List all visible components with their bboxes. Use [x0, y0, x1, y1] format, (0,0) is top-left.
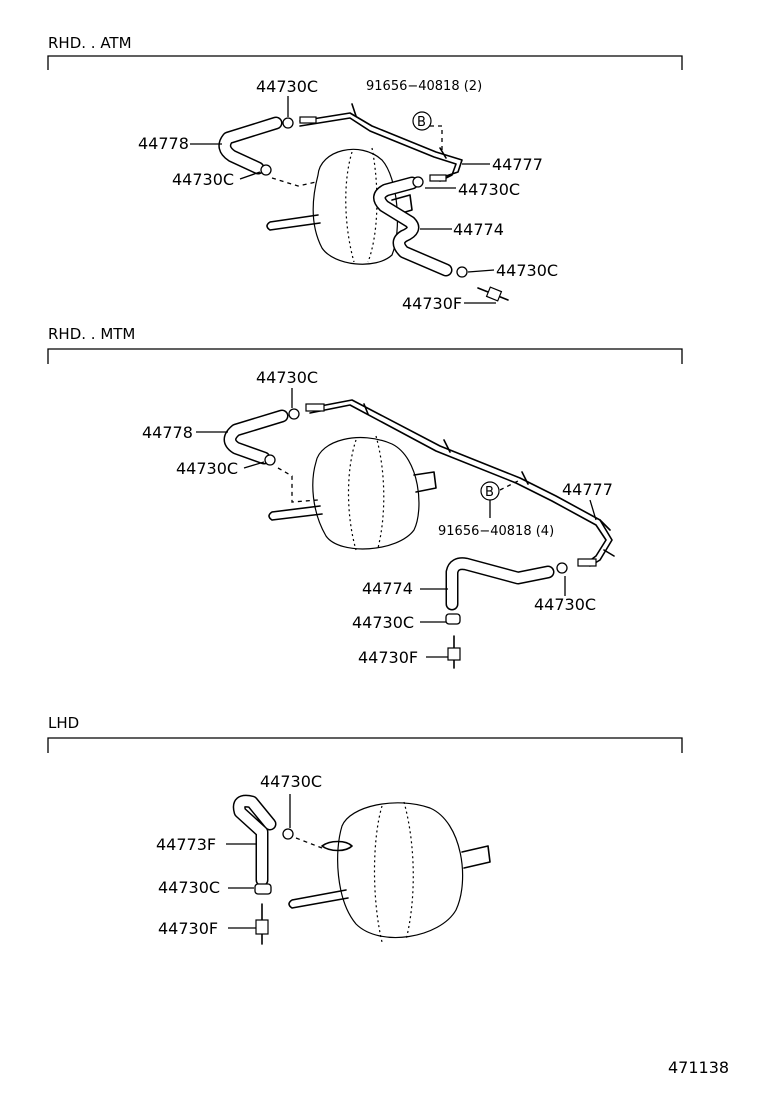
label-clamp-bottom: 44730C	[496, 261, 558, 280]
label-hose-upper: 44778	[138, 134, 189, 153]
callout-b: B	[480, 479, 521, 518]
label-hose-upper: 44778	[142, 423, 193, 442]
callout-b: B	[412, 111, 443, 152]
hose-lower	[445, 557, 555, 611]
section-bracket	[47, 348, 683, 364]
check-valve	[477, 286, 509, 302]
label-pipe: 44777	[492, 155, 543, 174]
brake-booster	[288, 801, 491, 943]
label-valve: 44730F	[158, 919, 218, 938]
section-lhd: LHD 44730C 44773F 44730C 44730F	[47, 714, 683, 945]
label-clamp-top: 44730C	[256, 368, 318, 387]
label-clamp-bottom: 44730C	[352, 613, 414, 632]
label-clamp-left: 44730C	[172, 170, 234, 189]
vacuum-pipe	[305, 399, 615, 567]
label-bolt: 91656−40818 (4)	[438, 524, 554, 539]
hose-upper	[218, 116, 283, 175]
check-valve	[255, 903, 269, 945]
label-clamp-left: 44730C	[176, 459, 238, 478]
brake-booster	[266, 147, 413, 265]
label-valve: 44730F	[358, 648, 418, 667]
label-valve: 44730F	[402, 294, 462, 313]
label-hose: 44773F	[156, 835, 216, 854]
vacuum-pipe	[299, 103, 463, 182]
label-hose-lower: 44774	[453, 220, 504, 239]
section-title-rhd-mtm: RHD. . MTM	[48, 325, 135, 343]
label-bolt: 91656−40818 (2)	[366, 79, 482, 94]
section-title-lhd: LHD	[48, 714, 79, 732]
hose-lhd	[232, 794, 277, 887]
hose-upper	[223, 409, 289, 465]
section-bracket	[47, 737, 683, 753]
section-rhd-atm: RHD. . ATM	[47, 34, 683, 313]
brake-booster	[268, 435, 437, 551]
svg-text:B: B	[417, 115, 426, 130]
label-clamp-top: 44730C	[260, 772, 322, 791]
label-hose-lower: 44774	[362, 579, 413, 598]
label-clamp-right: 44730C	[534, 595, 596, 614]
svg-text:B: B	[485, 485, 494, 500]
check-valve	[447, 635, 461, 669]
section-title-rhd-atm: RHD. . ATM	[48, 34, 132, 52]
label-clamp-bottom: 44730C	[158, 878, 220, 897]
label-clamp-top: 44730C	[256, 77, 318, 96]
hose-lower	[373, 176, 453, 277]
section-rhd-mtm: RHD. . MTM	[47, 325, 683, 669]
section-bracket	[47, 55, 683, 70]
label-pipe: 44777	[562, 480, 613, 499]
label-clamp-right: 44730C	[458, 180, 520, 199]
figure-number: 471138	[668, 1058, 729, 1077]
